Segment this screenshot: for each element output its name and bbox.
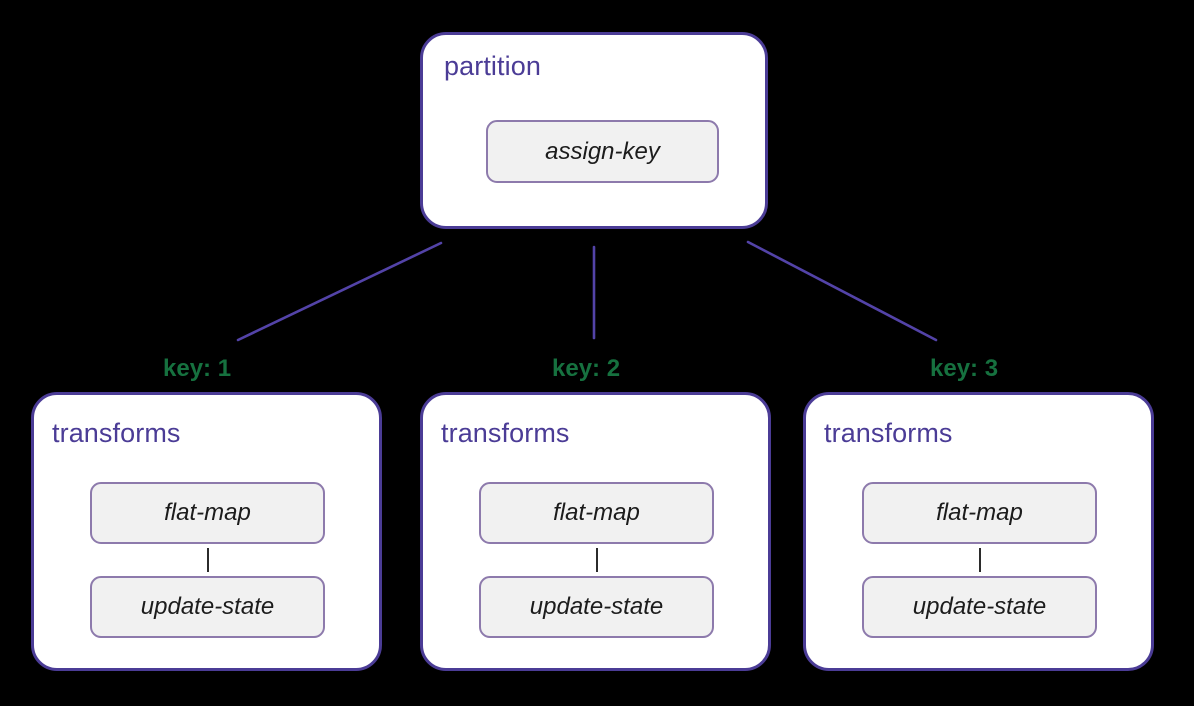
transforms-title-2: transforms (441, 418, 570, 448)
inner-link-2 (596, 548, 598, 572)
node-flat-map-1[interactable]: flat-map (90, 482, 325, 544)
node-update-state-3[interactable]: update-state (862, 576, 1097, 638)
node-assign-key[interactable]: assign-key (486, 120, 719, 183)
edge-key-label-3: key: 3 (930, 355, 999, 382)
node-flat-map-3[interactable]: flat-map (862, 482, 1097, 544)
edge-partition-to-transforms-1 (236, 241, 443, 342)
node-update-state-2[interactable]: update-state (479, 576, 714, 638)
edge-key-label-2: key: 2 (552, 355, 621, 382)
inner-link-1 (207, 548, 209, 572)
node-flat-map-2[interactable]: flat-map (479, 482, 714, 544)
edge-key-label-1: key: 1 (163, 355, 232, 382)
edge-partition-to-transforms-3 (746, 240, 938, 342)
transforms-title-1: transforms (52, 418, 181, 448)
inner-link-3 (979, 548, 981, 572)
transforms-title-3: transforms (824, 418, 953, 448)
partition-title: partition (444, 51, 541, 81)
node-update-state-1[interactable]: update-state (90, 576, 325, 638)
